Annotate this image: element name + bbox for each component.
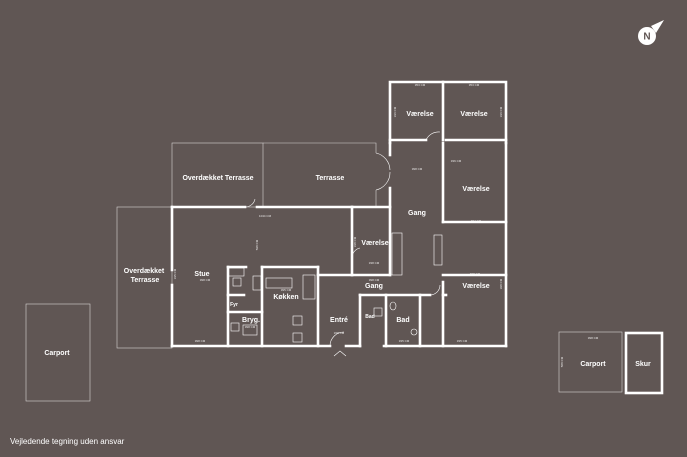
room-label-gang: Gang bbox=[365, 283, 383, 290]
fixtures bbox=[227, 131, 443, 357]
dimension-label: 353 CM bbox=[415, 83, 426, 87]
room-label-carport: Carport bbox=[44, 350, 70, 357]
room-label-stue: Stue bbox=[194, 271, 209, 278]
walls bbox=[170, 80, 664, 395]
terrace-outlines bbox=[25, 142, 623, 402]
room-label-entre: Entré bbox=[330, 317, 348, 324]
room-label-vaerelse: Værelse bbox=[462, 283, 489, 290]
room-label-terrasse: Terrasse bbox=[316, 175, 345, 182]
dimension-label: 335 CM bbox=[457, 339, 468, 343]
dimension-label: 338 CM bbox=[353, 236, 357, 247]
room-label-koekken: Køkken bbox=[273, 294, 298, 301]
dimension-label: 398 CM bbox=[499, 278, 503, 289]
room-label-overdaekket-terrasse-side: Overdækket Terrasse bbox=[124, 268, 166, 284]
dimension-label: 338 CM bbox=[334, 331, 345, 335]
dimension-label: 598 CM bbox=[255, 239, 259, 250]
svg-text:N: N bbox=[643, 32, 650, 43]
dimension-label: 588 CM bbox=[560, 356, 564, 367]
dimension-label: 335 CM bbox=[173, 268, 177, 279]
dimension-label: 338 CM bbox=[369, 261, 380, 265]
dimension-label: 395 CM bbox=[281, 288, 292, 292]
room-label-vaerelse: Værelse bbox=[406, 111, 433, 118]
room-labels: Værelse Værelse Overdækket Terrasse Terr… bbox=[44, 111, 651, 368]
room-label-bryg: Bryg. bbox=[242, 317, 260, 324]
room-label-vaerelse: Værelse bbox=[460, 111, 487, 118]
dimension-label: 336 CM bbox=[451, 159, 462, 163]
room-label-overdaekket-terrasse: Overdækket Terrasse bbox=[182, 175, 253, 182]
dimension-label: 336 CM bbox=[393, 106, 397, 117]
dimension-label: 398 CM bbox=[588, 336, 599, 340]
dimension-label: 335 CM bbox=[399, 339, 410, 343]
dimension-labels: 353 CM 353 CM 336 CM 336 CM 336 CM 398 C… bbox=[173, 83, 599, 367]
dimension-label: 398 CM bbox=[200, 278, 211, 282]
disclaimer-text: Vejledende tegning uden ansvar bbox=[10, 437, 125, 446]
dimension-label: 353 CM bbox=[469, 83, 480, 87]
compass-logo-icon: N bbox=[638, 20, 664, 45]
dimension-label: 398 CM bbox=[245, 325, 256, 329]
room-label-bad: Bad bbox=[396, 317, 409, 324]
dimension-label: 398 CM bbox=[412, 167, 423, 171]
dimension-label: 334 CM bbox=[471, 219, 482, 223]
dimension-label: 398 CM bbox=[195, 339, 206, 343]
dimension-label: 398 CM bbox=[369, 278, 380, 282]
room-label-vaerelse: Værelse bbox=[462, 186, 489, 193]
dimension-label: 336 CM bbox=[499, 106, 503, 117]
room-label-skur: Skur bbox=[635, 361, 651, 368]
room-label-vaerelse: Værelse bbox=[361, 240, 388, 247]
dimension-label: 1044 CM bbox=[259, 214, 272, 218]
room-label-carport: Carport bbox=[580, 361, 606, 368]
dimension-label: 338 CM bbox=[470, 272, 481, 276]
room-label-gang: Gang bbox=[408, 210, 426, 217]
room-label-bad-small: Bad bbox=[365, 314, 374, 320]
room-label-fyr: Fyr bbox=[230, 302, 238, 308]
